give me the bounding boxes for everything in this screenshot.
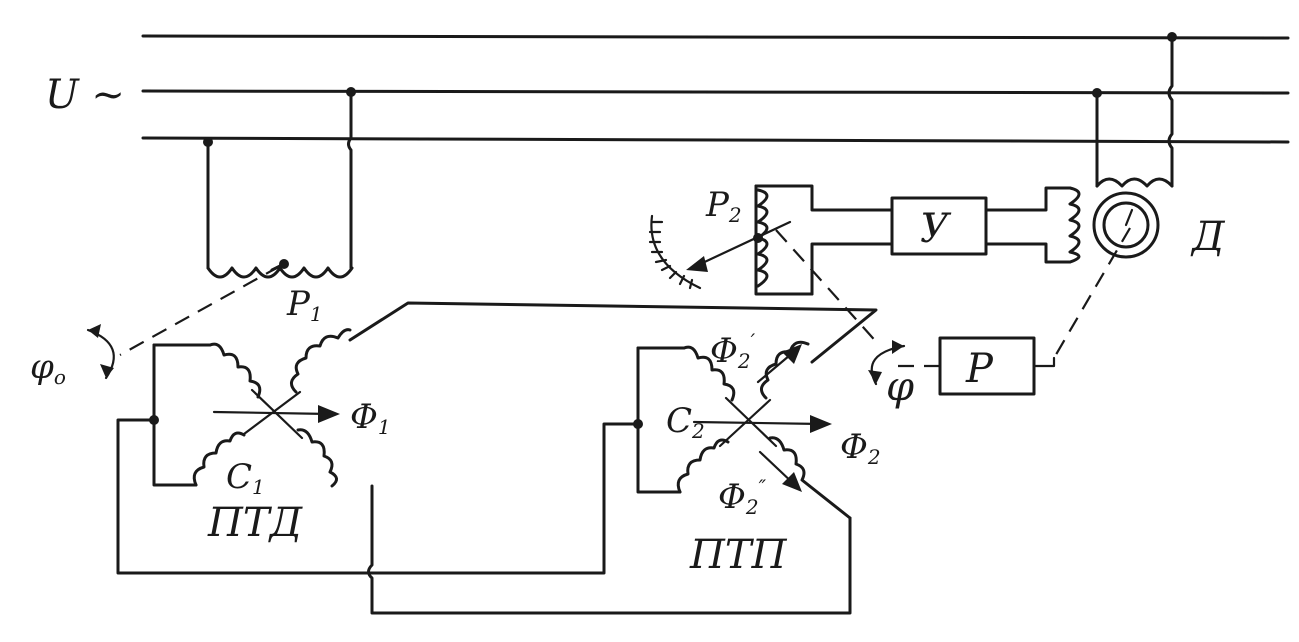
amplifier-output-winding	[984, 186, 1081, 264]
motor-d	[1092, 191, 1160, 259]
motor-shaft-link	[1053, 227, 1131, 359]
f2-prime-label: Φ2′	[710, 329, 756, 373]
amplifier-label: У	[920, 206, 952, 252]
amplifier-box	[890, 196, 988, 256]
phi0-label: φo	[30, 347, 66, 389]
c2-label: C2	[666, 401, 705, 443]
bus-line-middle	[141, 89, 1290, 95]
motor-label: Д	[1190, 214, 1226, 260]
c1-label: C1	[226, 457, 265, 499]
supply-voltage-label: U ~	[45, 72, 125, 118]
motor-supply-transformer	[1092, 32, 1177, 188]
f1-label: Φ1	[350, 397, 391, 439]
f2-label: Φ2	[840, 427, 881, 469]
ptp-label: ПТП	[689, 532, 788, 578]
f2-double-prime-label: Φ2″	[718, 475, 767, 519]
phase-transformer-ptd	[149, 301, 878, 615]
supply-bus	[141, 34, 1290, 144]
ptd-ptp-link-wire	[116, 418, 640, 575]
phase-transformer-ptp	[633, 340, 852, 520]
p2-shaft-link	[775, 229, 881, 347]
p1-label: P1	[286, 284, 323, 326]
ptd-label: ПТД	[207, 500, 304, 546]
phi-label: φ	[886, 364, 914, 410]
reducer-label: P	[965, 346, 994, 392]
p2-label: P2	[705, 185, 742, 227]
p1-shaft-link	[119, 265, 281, 356]
bus-line-bottom	[141, 136, 1290, 144]
potentiometer-p2	[648, 184, 894, 296]
reducer-output-shaft	[1032, 356, 1056, 368]
autotransformer-p1	[203, 87, 356, 279]
bus-line-top	[141, 34, 1290, 40]
